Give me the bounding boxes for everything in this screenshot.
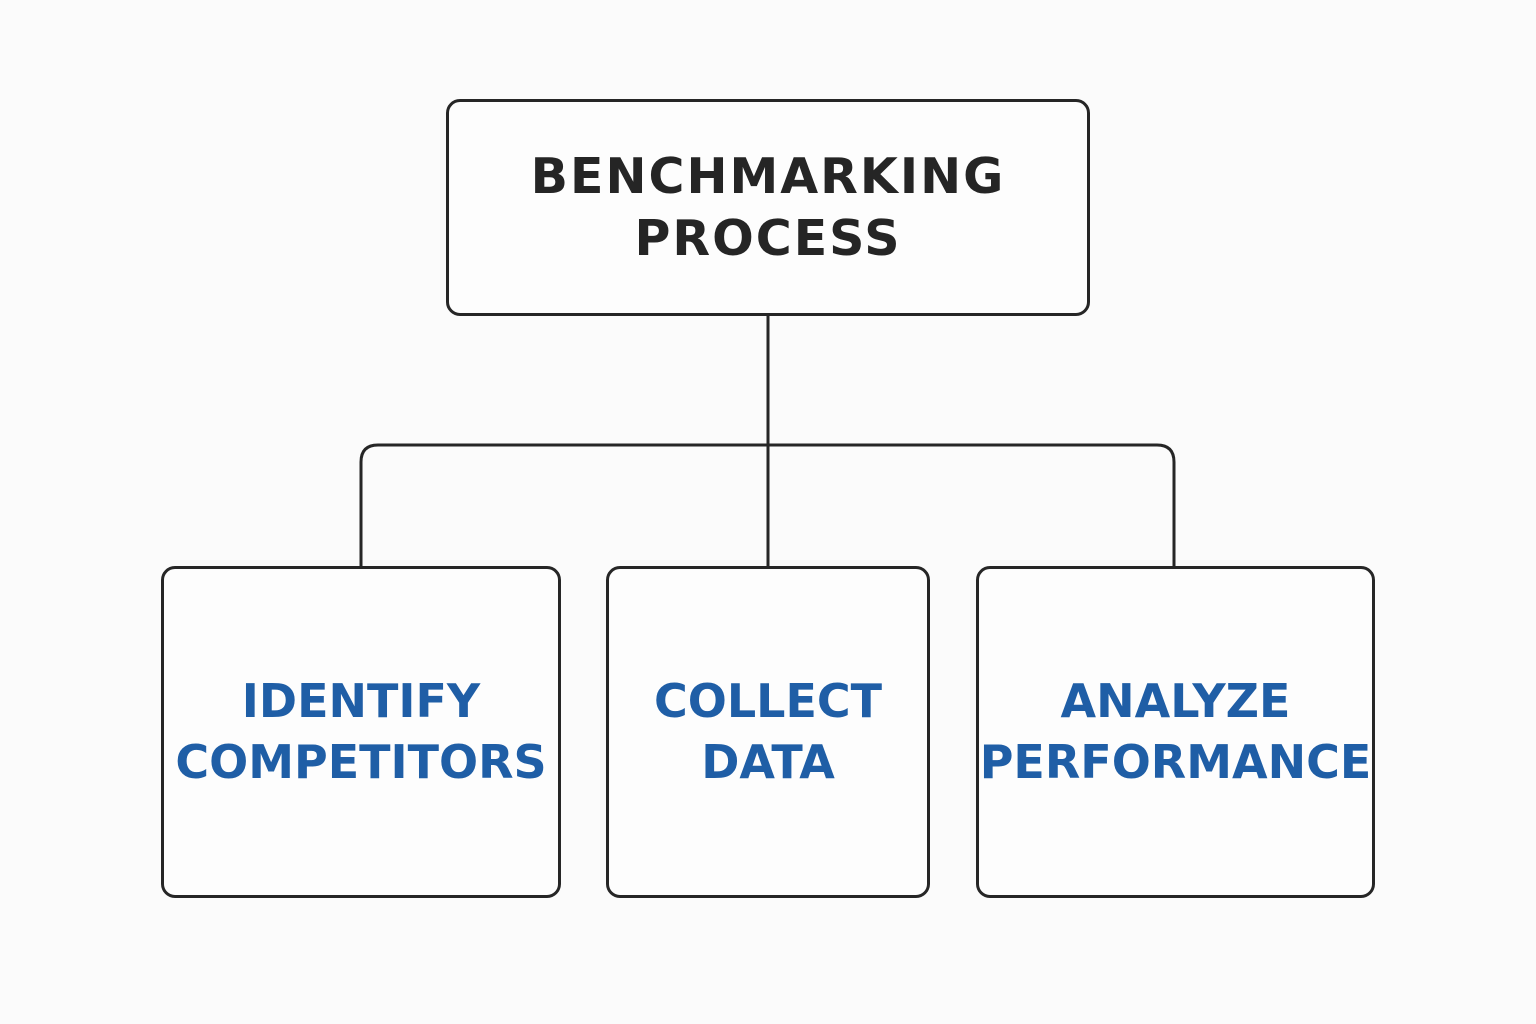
root-node-benchmarking-process: BENCHMARKING PROCESS [446,99,1090,316]
step-label-line-1: COLLECT [653,674,883,728]
step-node-identify-competitors: IDENTIFY COMPETITORS [161,566,561,898]
step-node-collect-data: COLLECT DATA [606,566,930,898]
step-label-line-1: ANALYZE [1060,674,1291,728]
root-label-line-1: BENCHMARKING [530,147,1006,205]
step-label-line-2: PERFORMANCE [979,735,1372,789]
step-label-line-2: COMPETITORS [175,735,547,789]
step-label-line-2: DATA [701,735,835,789]
step-label-line-1: IDENTIFY [241,674,481,728]
root-label-line-2: PROCESS [634,209,902,267]
branch-bar-line [359,443,1176,568]
step-node-analyze-performance: ANALYZE PERFORMANCE [976,566,1375,898]
